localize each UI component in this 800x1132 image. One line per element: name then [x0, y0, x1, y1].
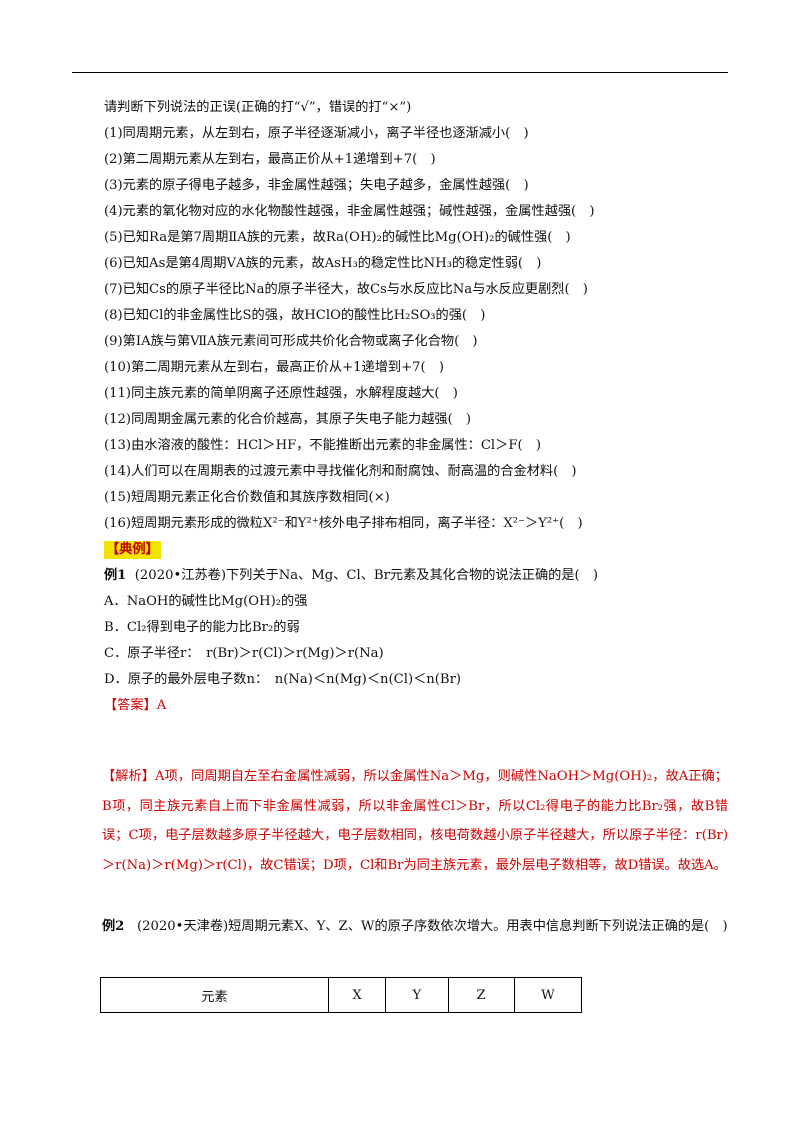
statement-item: (8)已知Cl的非金属性比S的强，故HClO的酸性比H₂SO₃的强( ) [104, 308, 486, 323]
example1-stem: 例1 (2020•江苏卷)下列关于Na、Mg、Cl、Br元素及其化合物的说法正确… [104, 563, 728, 589]
table-header-cell: X [327, 977, 387, 1013]
table-header-cell: Y [385, 977, 449, 1013]
statement-item: (3)元素的原子得电子越多，非金属性越强；失电子越多，金属性越强( ) [104, 178, 529, 193]
table-header-cell: 元素 [100, 977, 329, 1013]
statement-item: (12)同周期金属元素的化合价越高，其原子失电子能力越强( ) [104, 412, 472, 427]
example1-option-a: A．NaOH的碱性比Mg(OH)₂的强 [104, 594, 308, 609]
example1-label: 例1 [104, 568, 127, 583]
example1-explanation: 【解析】A项，同周期自左至右金属性减弱，所以金属性Na＞Mg，则碱性NaOH＞M… [72, 762, 728, 880]
statement-item: (15)短周期元素正化合价数值和其族序数相同(×) [104, 490, 390, 505]
statement-item: (14)人们可以在周期表的过渡元素中寻找催化剂和耐腐蚀、耐高温的合金材料( ) [104, 464, 577, 479]
statement-item: (16)短周期元素形成的微粒X²⁻和Y²⁺核外电子排布相同，离子半径：X²⁻＞Y… [104, 516, 583, 531]
example2-stem: 例2 (2020•天津卷)短周期元素X、Y、Z、W的原子序数依次增大。用表中信息… [72, 912, 728, 941]
example1-stem-text: (2020•江苏卷)下列关于Na、Mg、Cl、Br元素及其化合物的说法正确的是(… [134, 568, 599, 583]
statement-item: (4)元素的氧化物对应的水化物酸性越强，非金属性越强；碱性越强，金属性越强( ) [104, 204, 595, 219]
table-row: 元素 X Y Z W [100, 977, 583, 1013]
explanation-text: 【解析】A项，同周期自左至右金属性减弱，所以金属性Na＞Mg，则碱性NaOH＞M… [102, 769, 728, 873]
section-label: 【典例】 [104, 541, 161, 559]
intro-text: 请判断下列说法的正误(正确的打“√”，错误的打“×”) [104, 100, 412, 115]
example2-label: 例2 [102, 919, 125, 934]
statement-item: (2)第二周期元素从左到右，最高正价从+1递增到+7( ) [104, 152, 436, 167]
statement-item: (1)同周期元素，从左到右，原子半径逐渐减小，离子半径也逐渐减小( ) [104, 126, 529, 141]
statement-item: (6)已知As是第4周期ⅤA族的元素，故AsH₃的稳定性比NH₃的稳定性弱( ) [104, 256, 542, 271]
element-info-table: 元素 X Y Z W [100, 977, 583, 1013]
header-rule [72, 72, 728, 73]
example1-answer: 【答案】A [104, 698, 167, 713]
statement-item: (10)第二周期元素从左到右，最高正价从+1递增到+7( ) [104, 360, 444, 375]
example1-option-c: C．原子半径r： r(Br)＞r(Cl)＞r(Mg)＞r(Na) [104, 646, 384, 661]
table-header-cell: Z [447, 977, 515, 1013]
example1-option-d: D．原子的最外层电子数n： n(Na)＜n(Mg)＜n(Cl)＜n(Br) [104, 672, 462, 687]
table-header-cell: W [513, 977, 583, 1013]
judgement-section: 请判断下列说法的正误(正确的打“√”，错误的打“×”) (1)同周期元素，从左到… [104, 95, 728, 719]
example2-stem-text: (2020•天津卷)短周期元素X、Y、Z、W的原子序数依次增大。用表中信息判断下… [136, 919, 728, 934]
statement-item: (9)第ⅠA族与第ⅦA族元素间可形成共价化合物或离子化合物( ) [104, 334, 478, 349]
statement-item: (5)已知Ra是第7周期ⅡA族的元素，故Ra(OH)₂的碱性比Mg(OH)₂的碱… [104, 230, 571, 245]
example1-option-b: B．Cl₂得到电子的能力比Br₂的弱 [104, 620, 300, 635]
statement-item: (13)由水溶液的酸性：HCl＞HF，不能推断出元素的非金属性：Cl＞F( ) [104, 438, 541, 453]
statement-item: (11)同主族元素的简单阴离子还原性越强，水解程度越大( ) [104, 386, 458, 401]
statement-item: (7)已知Cs的原子半径比Na的原子半径大，故Cs与水反应比Na与水反应更剧烈(… [104, 282, 588, 297]
